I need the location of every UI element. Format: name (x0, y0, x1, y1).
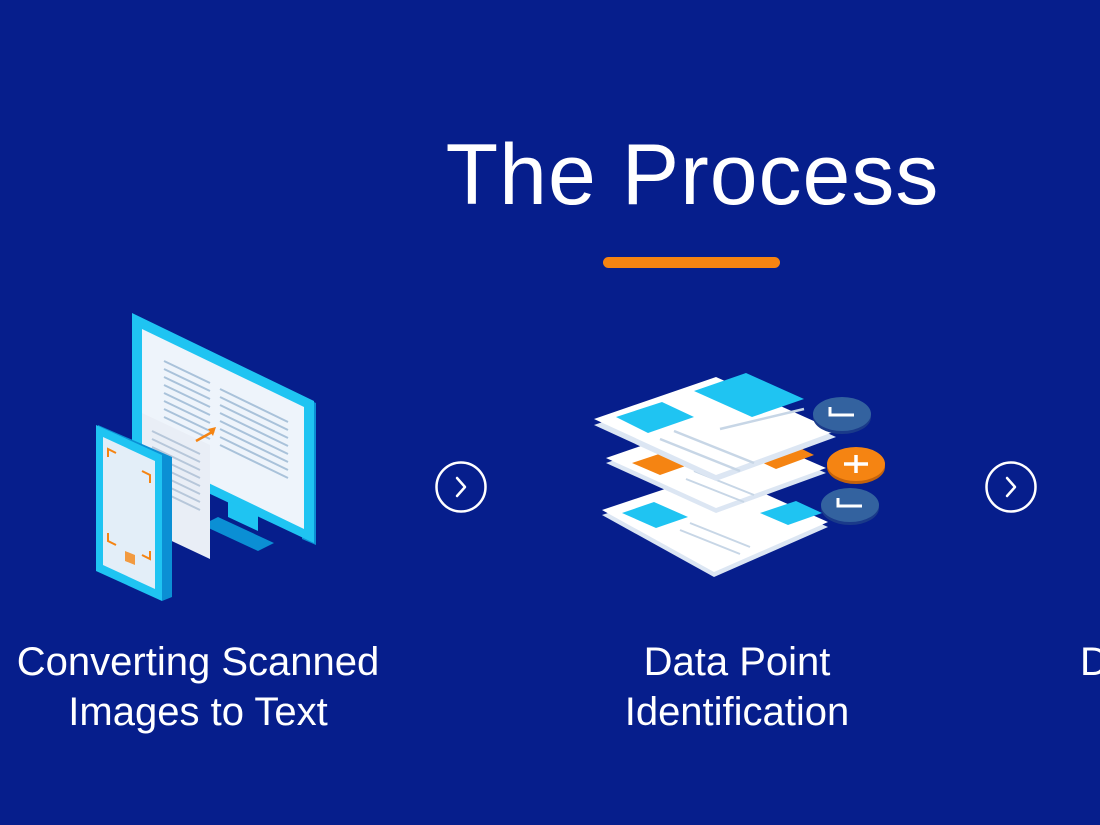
chevron-right-icon (455, 476, 467, 498)
step-1-label-line2: Images to Text (68, 690, 328, 734)
step-1-label-line1: Converting Scanned (16, 640, 380, 684)
title-underline (603, 257, 780, 268)
step-1-label: Converting Scanned Images to Text (0, 637, 396, 737)
step-2-label-line1: Data Point (643, 640, 831, 684)
step-2-label-line2: Identification (624, 690, 850, 734)
step-3-label-line1: D (1080, 640, 1100, 684)
step-2-label: Data Point Identification (587, 637, 887, 737)
step-3-label: D (1080, 637, 1100, 687)
monitor-phone-scan-icon (96, 313, 316, 601)
chevron-right-icon (1005, 476, 1017, 498)
next-step-button[interactable] (984, 460, 1038, 514)
next-step-button[interactable] (434, 460, 488, 514)
layered-documents-icon (594, 373, 885, 577)
page-title: The Process (445, 127, 940, 223)
